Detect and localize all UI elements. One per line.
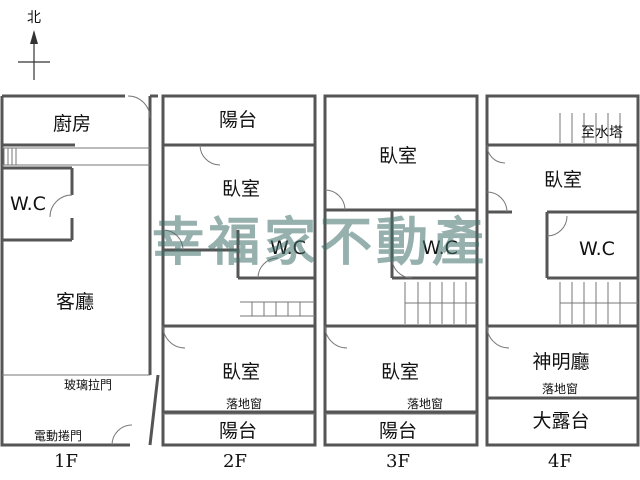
stairs-3f (404, 282, 477, 324)
door-swing-icon (199, 144, 221, 166)
stairs-4f (559, 113, 638, 324)
room-wc-3f: W.C (422, 237, 458, 259)
stairs-2f (240, 301, 315, 317)
room-bedroom-4f: 臥室 (544, 169, 582, 191)
room-wc-4f: W.C (579, 238, 615, 260)
floor-label-4f: 4F (548, 451, 572, 472)
label-glass-door: 玻璃拉門 (64, 377, 112, 392)
door-swing-icon (546, 215, 568, 237)
door-swing-icon (391, 257, 413, 279)
room-bedroom-bottom-2f: 臥室 (222, 361, 260, 383)
label-window-3f: 落地窗 (407, 397, 443, 411)
room-wc-1f: W.C (10, 193, 46, 215)
room-balcony-bottom-2f: 陽台 (219, 420, 257, 442)
floor-label-1f: 1F (54, 451, 78, 472)
door-swing-icon (162, 325, 186, 349)
door-swing-icon (127, 95, 151, 119)
room-wc-2f: W.C (270, 237, 306, 259)
compass-label: 北 (27, 10, 41, 26)
floor-3f (323, 94, 479, 447)
label-electric-shutter: 電動捲門 (34, 429, 82, 443)
door-swing-icon (257, 257, 279, 279)
room-terrace: 大露台 (532, 410, 589, 432)
room-shrine: 神明廳 (532, 351, 589, 373)
floor-2f (161, 94, 317, 447)
north-arrow-icon (18, 30, 50, 80)
room-bedroom-top-3f: 臥室 (379, 145, 417, 167)
room-balcony-bottom-3f: 陽台 (379, 420, 417, 442)
room-bedroom-bottom-3f: 臥室 (381, 361, 419, 383)
door-swing-icon (324, 189, 346, 211)
stairs-1f (2, 147, 150, 166)
label-window-2f: 落地窗 (226, 397, 262, 411)
room-balcony-top-2f: 陽台 (219, 109, 257, 131)
floor-label-3f: 3F (386, 451, 410, 472)
room-bedroom-top-2f: 臥室 (222, 178, 260, 200)
label-water-tower: 至水塔 (581, 125, 623, 141)
door-swing-icon (162, 229, 184, 251)
label-window-4f: 落地窗 (542, 382, 578, 396)
floor-label-2f: 2F (223, 451, 247, 472)
watermark: 幸福家不動產 (152, 213, 488, 273)
room-kitchen: 廚房 (53, 112, 91, 135)
door-swing-icon (49, 194, 73, 218)
floor-4f (485, 94, 640, 447)
floor-1f (0, 94, 160, 447)
door-swing-icon (111, 424, 133, 446)
door-swing-icon (324, 325, 348, 349)
door-swing-icon (486, 191, 508, 213)
room-living: 客廳 (56, 291, 94, 313)
door-swing-icon (486, 144, 506, 164)
door-swing-icon (486, 325, 510, 349)
